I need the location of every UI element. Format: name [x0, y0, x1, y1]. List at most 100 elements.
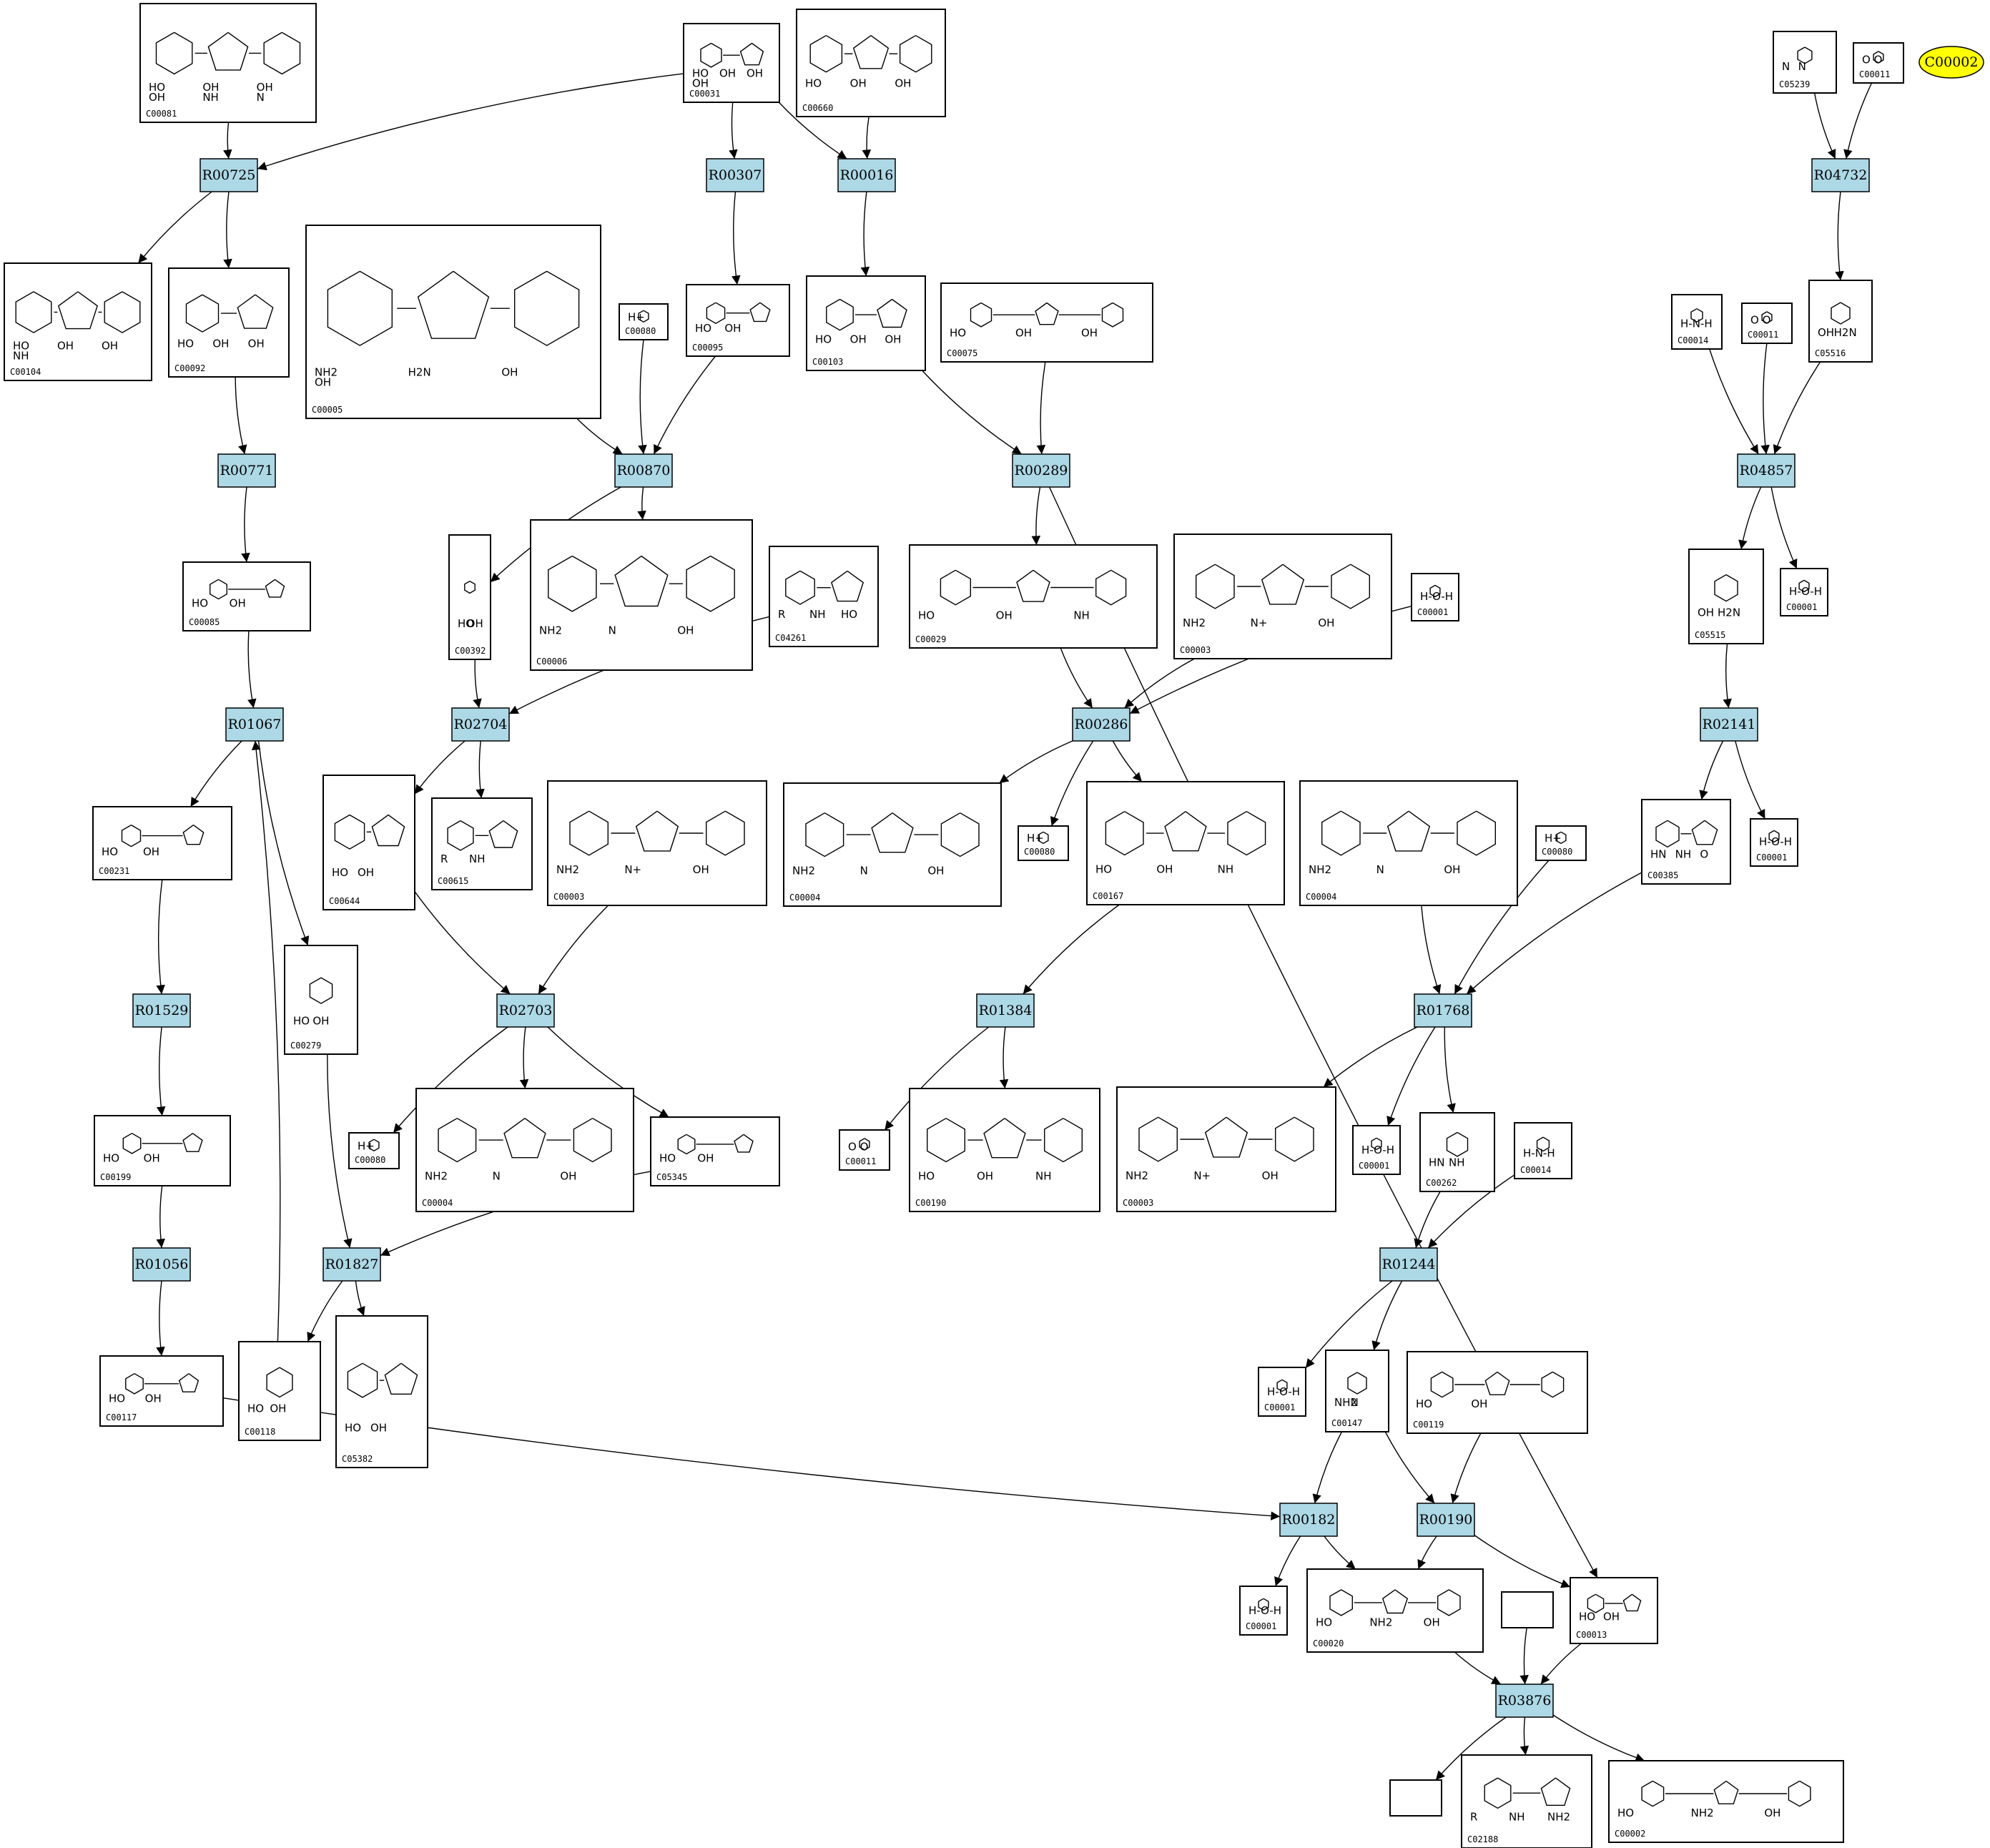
compound-box[interactable]	[940, 282, 1153, 363]
reaction-box[interactable]	[1417, 1503, 1475, 1537]
reaction-node[interactable]: R01768	[1414, 993, 1472, 1028]
reaction-node[interactable]: R00307	[706, 158, 764, 192]
compound-box[interactable]	[1389, 1779, 1442, 1817]
reaction-box[interactable]	[132, 993, 191, 1028]
reaction-box[interactable]	[496, 993, 555, 1028]
compound-box[interactable]	[1501, 1591, 1554, 1628]
compound-box[interactable]	[92, 806, 232, 880]
compound-box[interactable]	[335, 1315, 428, 1468]
compound-box[interactable]	[415, 1088, 634, 1212]
reaction-node[interactable]: R00289	[1012, 453, 1070, 488]
reaction-node[interactable]: R01529	[132, 993, 191, 1028]
reaction-node[interactable]: R04857	[1737, 453, 1796, 488]
compound-box[interactable]	[305, 225, 601, 419]
compound-box[interactable]	[1688, 549, 1764, 644]
compound-box[interactable]	[530, 519, 753, 671]
reaction-box[interactable]	[200, 158, 258, 192]
compound-box[interactable]	[686, 284, 790, 357]
compound-box[interactable]	[182, 561, 311, 631]
compound-box[interactable]	[1461, 1754, 1592, 1848]
compound-box[interactable]	[683, 23, 780, 103]
compound-box[interactable]	[1299, 780, 1518, 906]
reaction-box[interactable]	[1737, 453, 1796, 488]
reaction-box[interactable]	[322, 1247, 381, 1282]
highlighted-compound-ellipse[interactable]	[1918, 46, 1984, 79]
reaction-box[interactable]	[706, 158, 764, 192]
reaction-node[interactable]: R00190	[1417, 1503, 1475, 1537]
compound-box[interactable]	[1018, 825, 1069, 861]
compound-node[interactable]	[1501, 1591, 1554, 1628]
compound-box[interactable]	[619, 303, 669, 340]
compound-box[interactable]	[448, 534, 491, 660]
compound-box[interactable]	[769, 546, 879, 647]
compound-box[interactable]	[4, 262, 152, 381]
reaction-node[interactable]: R01827	[322, 1247, 381, 1282]
compound-box[interactable]	[909, 1088, 1100, 1212]
compound-box[interactable]	[99, 1355, 224, 1427]
compound-box[interactable]	[1407, 1351, 1588, 1434]
reaction-node[interactable]: R02703	[496, 993, 555, 1028]
reaction-box[interactable]	[225, 707, 284, 742]
reaction-box[interactable]	[976, 993, 1035, 1028]
reaction-box[interactable]	[132, 1247, 191, 1282]
reaction-node[interactable]: R00870	[614, 453, 673, 488]
reaction-box[interactable]	[1072, 707, 1131, 742]
reaction-node[interactable]: R00286	[1072, 707, 1131, 742]
compound-box[interactable]	[139, 3, 317, 123]
compound-node[interactable]: H+C00080	[1018, 825, 1069, 861]
reaction-box[interactable]	[1379, 1247, 1438, 1282]
reaction-box[interactable]	[217, 453, 276, 488]
reaction-box[interactable]	[1012, 453, 1070, 488]
compound-box[interactable]	[1173, 534, 1392, 659]
reaction-node[interactable]: R02704	[451, 707, 510, 742]
compound-box[interactable]	[1116, 1086, 1336, 1212]
reaction-node[interactable]: R01067	[225, 707, 284, 742]
compound-box[interactable]	[1419, 1112, 1495, 1192]
compound-box[interactable]	[1808, 280, 1873, 363]
compound-node[interactable]: H+C00080	[1535, 825, 1587, 861]
compound-box[interactable]	[1773, 31, 1837, 94]
reaction-box[interactable]	[1414, 993, 1472, 1028]
compound-node[interactable]	[1389, 1779, 1442, 1817]
reaction-node[interactable]: R01056	[132, 1247, 191, 1282]
